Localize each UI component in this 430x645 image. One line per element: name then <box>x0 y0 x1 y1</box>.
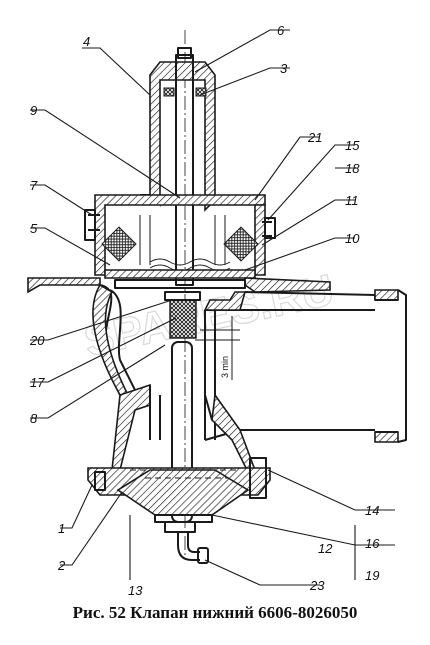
upper-chamber <box>84 194 276 276</box>
dimension-3min: 3 min <box>195 316 240 380</box>
label-3: 3 <box>280 61 288 76</box>
label-7: 7 <box>30 178 38 193</box>
label-8: 8 <box>30 411 38 426</box>
label-17: 17 <box>30 375 45 390</box>
position-labels: 1 2 3 4 5 6 7 8 9 10 11 12 13 14 15 16 1… <box>29 23 380 598</box>
figure-caption: Рис. 52 Клапан нижний 6606-8026050 <box>72 603 358 622</box>
outlet-pipe <box>374 289 407 443</box>
label-13: 13 <box>128 583 143 598</box>
label-10: 10 <box>345 231 360 246</box>
label-2: 2 <box>57 558 66 573</box>
lower-valve-cone <box>116 469 250 523</box>
label-19: 19 <box>365 568 379 583</box>
label-9: 9 <box>30 103 37 118</box>
upper-housing <box>140 61 260 212</box>
upper-seal <box>163 87 207 97</box>
label-11: 11 <box>345 193 359 208</box>
dimension-label: 3 min <box>220 356 230 378</box>
label-23: 23 <box>309 578 325 593</box>
label-16: 16 <box>365 536 380 551</box>
label-5: 5 <box>30 221 38 236</box>
drain-nozzle <box>164 521 209 564</box>
valve-body <box>27 277 376 441</box>
label-1: 1 <box>58 521 65 536</box>
upper-stem <box>175 47 194 286</box>
diaphragm <box>104 269 256 279</box>
label-18: 18 <box>345 161 360 176</box>
label-21: 21 <box>307 130 322 145</box>
label-20: 20 <box>29 333 45 348</box>
label-15: 15 <box>345 138 360 153</box>
label-6: 6 <box>277 23 285 38</box>
label-4: 4 <box>83 34 90 49</box>
leader-lines <box>30 29 395 586</box>
label-12: 12 <box>318 541 333 556</box>
valve-section-drawing: SPARES.RU <box>27 23 407 598</box>
spring-pads <box>101 215 259 265</box>
label-14: 14 <box>365 503 379 518</box>
